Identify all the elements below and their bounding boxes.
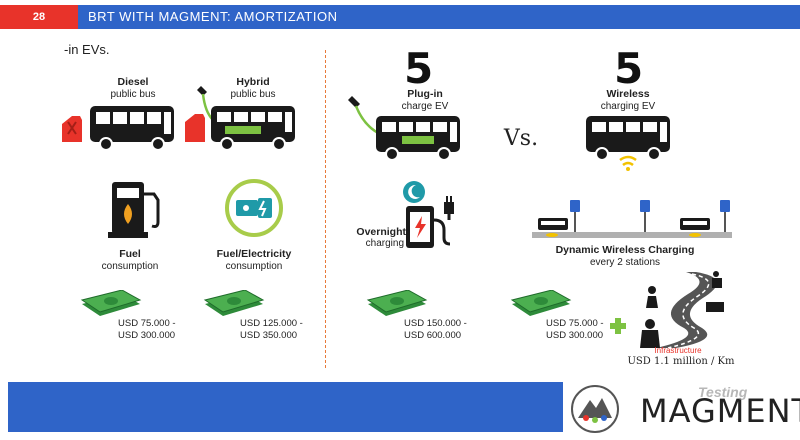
wireless-count: 5: [614, 44, 644, 93]
fuel-pump-icon: [108, 182, 160, 238]
diesel-bus-icon: [62, 106, 174, 151]
price-diesel-line1: USD 75.000 -: [118, 318, 176, 329]
price-wireless-line2: USD 300.000: [546, 330, 604, 341]
fuel-subtitle: consumption: [101, 261, 159, 272]
fuel-electricity-icon: [225, 179, 283, 237]
watermark: Testing: [698, 384, 748, 400]
diesel-title: Diesel: [117, 76, 149, 88]
fuel-electricity-title: Fuel/Electricity: [216, 248, 292, 260]
dynamic-title: Dynamic Wireless Charging: [555, 244, 695, 256]
price-plugin-line1: USD 150.000 -: [404, 318, 467, 329]
hybrid-title: Hybrid: [236, 76, 270, 88]
diesel-subtitle: public bus: [110, 89, 156, 100]
price-plugin-line2: USD 600.000: [404, 330, 462, 341]
section-divider: [325, 50, 326, 368]
fuel-title: Fuel: [119, 248, 141, 260]
price-diesel-line2: USD 300.000: [118, 330, 176, 341]
infrastructure-cost: USD 1.1 million / Km: [627, 356, 735, 367]
dynamic-subtitle: every 2 stations: [589, 257, 661, 268]
plugin-subtitle: charge EV: [401, 101, 449, 112]
plus-icon: [610, 318, 626, 334]
page-number: 28: [0, 5, 78, 29]
overnight-title: Overnight: [356, 226, 406, 238]
price-hybrid-line1: USD 125.000 -: [240, 318, 303, 329]
overnight-charger-icon: [403, 181, 454, 248]
infrastructure-label: Infrastructure: [654, 346, 702, 355]
plugin-count: 5: [404, 44, 434, 93]
wireless-title: Wireless: [606, 88, 650, 100]
wireless-bus-icon: [586, 116, 670, 171]
infrastructure-road-icon: [640, 271, 724, 349]
hybrid-subtitle: public bus: [230, 89, 276, 100]
dynamic-charging-road-icon: [532, 200, 732, 238]
money-stack-icon: [203, 290, 265, 316]
plugin-bus-icon: [348, 96, 460, 161]
money-stack-icon: [366, 290, 428, 316]
money-stack-icon: [510, 290, 572, 316]
versus-label: Vs.: [503, 126, 539, 151]
footer-bar: [8, 382, 563, 432]
header-bar: 28 BRT WITH MAGMENT: AMORTIZATION: [0, 5, 800, 29]
price-hybrid-line2: USD 350.000: [240, 330, 298, 341]
intro-text: -in EVs.: [64, 42, 110, 57]
money-stack-icon: [80, 290, 142, 316]
wireless-subtitle: charging EV: [600, 101, 656, 112]
hybrid-bus-icon: [185, 86, 295, 151]
plugin-title: Plug-in: [407, 88, 443, 100]
magment-logo-icon: [571, 385, 619, 433]
price-wireless-line1: USD 75.000 -: [546, 318, 604, 329]
magment-logo-text: MAGMENT: [640, 392, 800, 430]
slide-title: BRT WITH MAGMENT: AMORTIZATION: [88, 9, 338, 24]
overnight-subtitle: charging: [365, 238, 404, 249]
fuel-electricity-subtitle: consumption: [225, 261, 283, 272]
